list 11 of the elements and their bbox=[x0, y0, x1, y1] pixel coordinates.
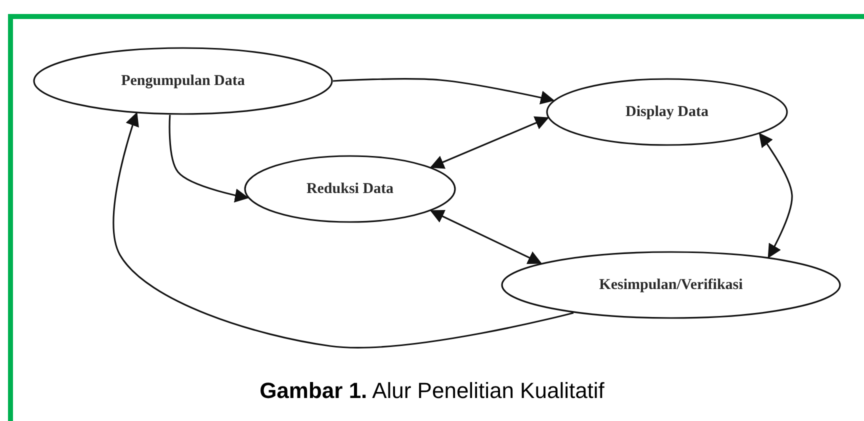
node-label: Reduksi Data bbox=[306, 180, 394, 198]
arrow bbox=[758, 132, 793, 258]
arrow bbox=[168, 114, 249, 202]
figure-caption: Gambar 1. Alur Penelitian Kualitatif bbox=[260, 378, 604, 403]
arrow bbox=[430, 116, 550, 169]
node-label: Kesimpulan/Verifikasi bbox=[599, 276, 743, 294]
arrow bbox=[332, 78, 555, 104]
node-label: Pengumpulan Data bbox=[121, 72, 245, 90]
arrow bbox=[430, 210, 542, 264]
node-label: Display Data bbox=[626, 104, 708, 120]
arrow bbox=[112, 112, 574, 348]
